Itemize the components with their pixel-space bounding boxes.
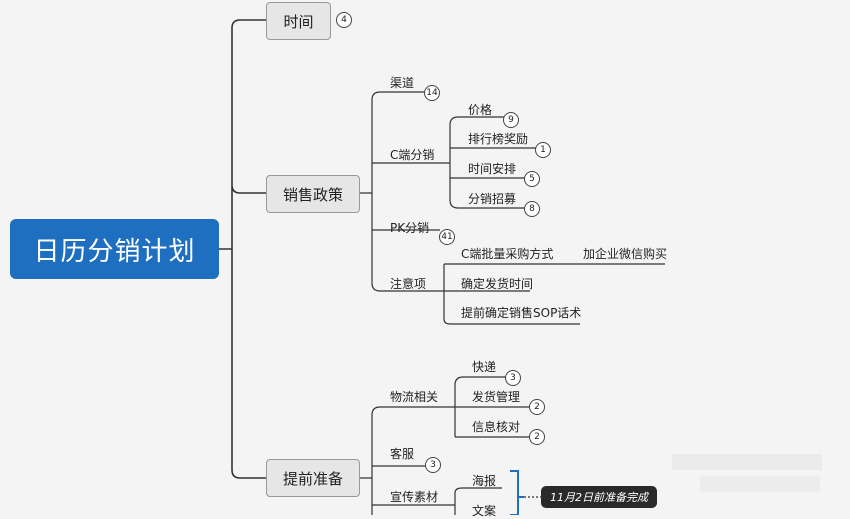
summary-bracket (510, 470, 524, 515)
node-price[interactable]: 价格 (468, 103, 493, 117)
node-shipping-mgmt[interactable]: 发货管理 (472, 390, 521, 404)
collapse-count-badge[interactable]: 5 (524, 171, 540, 187)
collapse-count-badge[interactable]: 2 (529, 429, 545, 445)
node-sales-policy[interactable]: 销售政策 (266, 175, 360, 213)
node-wechat-purchase[interactable]: 加企业微信购买 (583, 247, 668, 261)
node-bulk-purchase[interactable]: C端批量采购方式 (461, 247, 554, 261)
node-info-check[interactable]: 信息核对 (472, 420, 521, 434)
collapse-count-badge[interactable]: 8 (524, 201, 540, 217)
collapse-count-badge[interactable]: 3 (425, 457, 441, 473)
summary-callout[interactable]: 11月2日前准备完成 (541, 486, 657, 508)
root-node[interactable]: 日历分销计划 (10, 219, 219, 279)
node-ship-time[interactable]: 确定发货时间 (461, 277, 534, 291)
collapse-count-badge[interactable]: 4 (336, 12, 352, 28)
collapse-count-badge[interactable]: 3 (505, 370, 521, 386)
node-schedule[interactable]: 时间安排 (468, 162, 517, 176)
watermark-block (672, 454, 822, 470)
node-copywriting[interactable]: 文案 (472, 504, 497, 518)
node-preparation[interactable]: 提前准备 (266, 459, 360, 497)
collapse-count-badge[interactable]: 14 (424, 85, 440, 101)
node-recruit[interactable]: 分销招募 (468, 192, 517, 206)
collapse-count-badge[interactable]: 9 (503, 112, 519, 128)
collapse-count-badge[interactable]: 1 (535, 142, 551, 158)
node-sales-sop[interactable]: 提前确定销售SOP话术 (461, 306, 582, 320)
watermark-block (700, 476, 820, 492)
node-channel[interactable]: 渠道 (390, 76, 415, 90)
node-express[interactable]: 快递 (472, 360, 497, 374)
collapse-count-badge[interactable]: 2 (529, 399, 545, 415)
node-customer-service[interactable]: 客服 (390, 447, 415, 461)
node-notes[interactable]: 注意项 (390, 277, 427, 291)
node-time[interactable]: 时间 (266, 2, 331, 40)
node-pk-distribution[interactable]: PK分销 (390, 221, 430, 235)
node-c-distribution[interactable]: C端分销 (390, 148, 435, 162)
collapse-count-badge[interactable]: 41 (439, 229, 455, 245)
node-promo-material[interactable]: 宣传素材 (390, 490, 439, 504)
node-ranking-reward[interactable]: 排行榜奖励 (468, 132, 529, 146)
node-logistics[interactable]: 物流相关 (390, 390, 439, 404)
node-poster[interactable]: 海报 (472, 474, 497, 488)
